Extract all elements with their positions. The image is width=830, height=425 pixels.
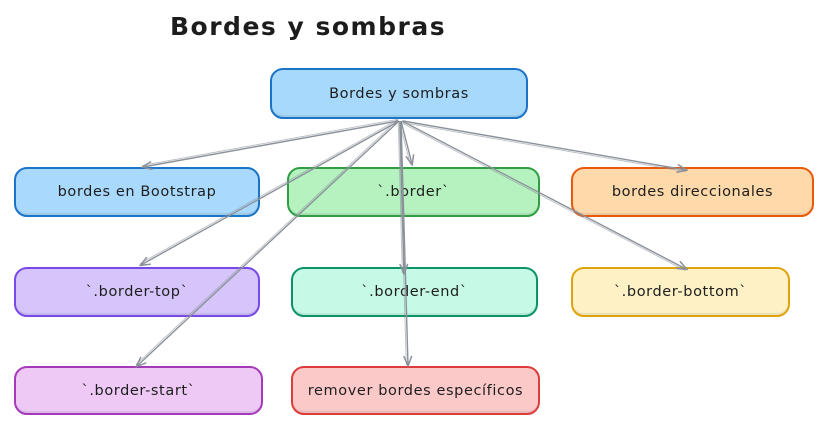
diagram-title: Bordes y sombras <box>170 12 447 41</box>
node-border-start[interactable]: `.border-start` <box>14 366 263 415</box>
node-label-border-start: `.border-start` <box>81 382 196 399</box>
node-border-bottom[interactable]: `.border-bottom` <box>571 267 790 317</box>
node-border[interactable]: `.border` <box>287 167 540 217</box>
node-border-top[interactable]: `.border-top` <box>14 267 260 317</box>
node-label-bordes-direccionales: bordes direccionales <box>611 184 774 200</box>
node-bordes-direccionales[interactable]: bordes direccionales <box>571 167 814 217</box>
arrow-root-to-border[interactable] <box>398 120 412 164</box>
node-label-border-bottom: `.border-bottom` <box>613 284 748 300</box>
node-border-end[interactable]: `.border-end` <box>291 267 538 317</box>
node-bordes-bootstrap[interactable]: bordes en Bootstrap <box>14 167 260 217</box>
node-label-root: Bordes y sombras <box>329 85 469 102</box>
arrow-root-to-border-start[interactable] <box>136 119 400 366</box>
arrow-root-to-remover-bordes[interactable] <box>398 120 408 365</box>
node-remover-bordes[interactable]: remover bordes específicos <box>291 366 540 415</box>
node-label-bordes-bootstrap: bordes en Bootstrap <box>57 184 217 200</box>
node-label-border-top: `.border-top` <box>85 284 189 300</box>
node-root[interactable]: Bordes y sombras <box>270 68 528 119</box>
arrow-root-to-bordes-bootstrap[interactable] <box>143 118 399 167</box>
arrow-root-to-bordes-direccionales[interactable] <box>402 120 686 172</box>
node-label-border-end: `.border-end` <box>361 284 468 300</box>
node-label-remover-bordes: remover bordes específicos <box>307 382 524 399</box>
node-label-border: `.border` <box>377 184 450 200</box>
